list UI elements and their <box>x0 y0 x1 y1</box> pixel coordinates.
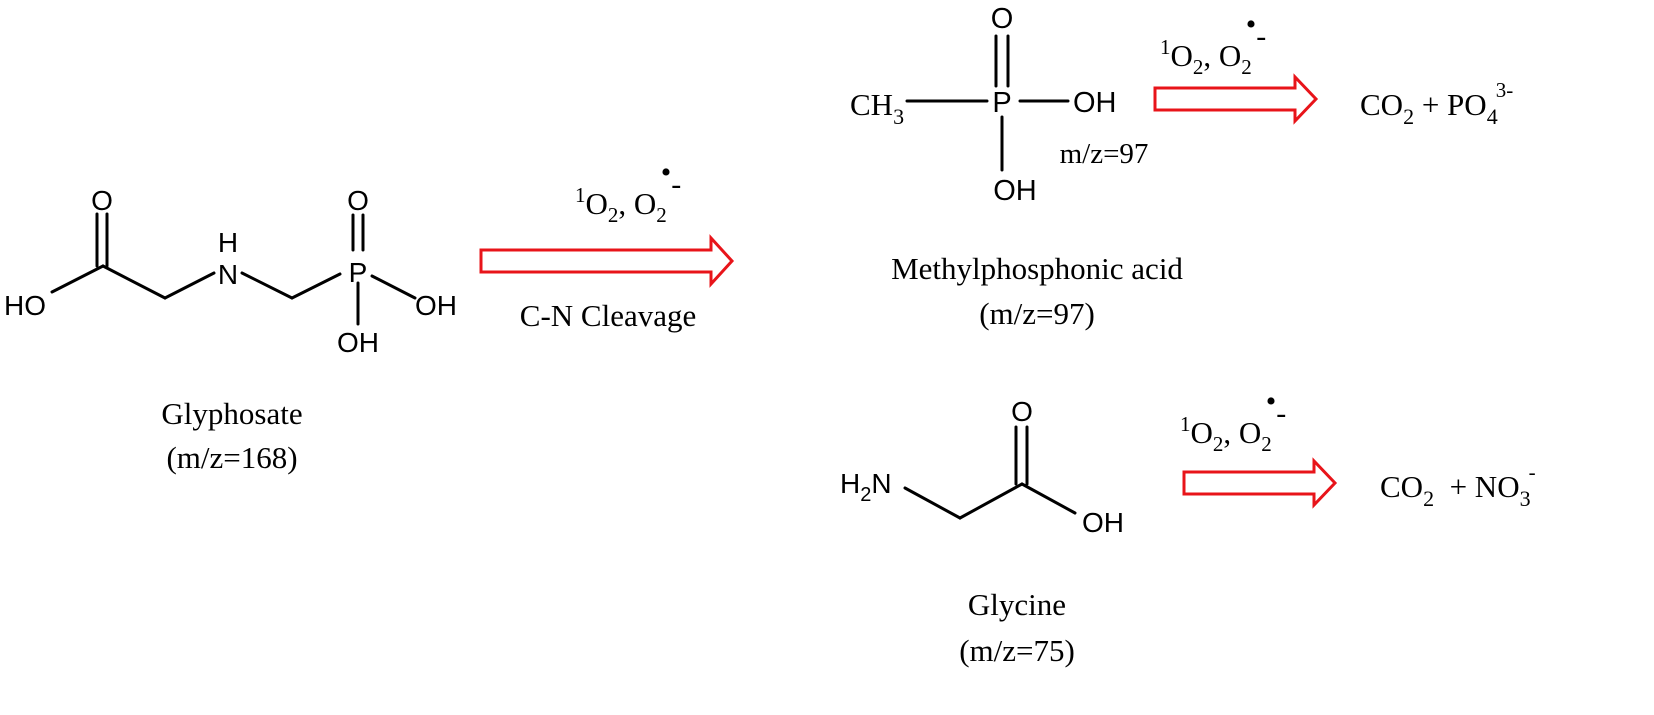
product-po-subscript: 4 <box>1487 104 1498 129</box>
glycine-structure: H2N O OH <box>840 396 1124 538</box>
product-po-superscript: 3- <box>1496 78 1514 102</box>
atom-h: H <box>840 468 860 499</box>
glycine-products: CO2 + NO3- <box>1380 460 1536 511</box>
cleavage-label: C-N Cleavage <box>520 298 696 333</box>
atom-oh-right: OH <box>1073 87 1117 119</box>
reagent-subscript: 2 <box>1213 432 1224 456</box>
reagent-subscript-2: 2 <box>656 203 667 227</box>
methylphosphonic-mz: (m/z=97) <box>979 296 1095 331</box>
atom-n: N <box>871 468 891 499</box>
methylphosphonic-mz-inline: m/z=97 <box>1060 138 1149 170</box>
atom-o-top: O <box>1011 396 1033 427</box>
radical-dot: • <box>661 156 672 189</box>
methylphosphonic-products: CO2 + PO43- <box>1360 78 1513 129</box>
glycine-reagents: 1O2, O2•- <box>1180 385 1286 456</box>
atom-ho: HO <box>4 290 46 321</box>
cleavage-reagents: 1O2, O2•- <box>575 156 681 227</box>
glyphosate-mz: (m/z=168) <box>166 440 297 475</box>
bond-c1-ho <box>50 264 105 294</box>
glycine-arrow <box>1182 457 1338 509</box>
glyphosate-structure: O HO H N P O OH OH <box>4 185 457 358</box>
product-plus-no: + NO <box>1434 469 1520 504</box>
reagent-subscript: 2 <box>608 203 619 227</box>
reagent-oxygen: O <box>1171 38 1193 73</box>
reagent-separator: , O <box>1203 38 1241 73</box>
atom-nh-h: H <box>218 227 238 258</box>
reagent-oxygen: O <box>586 186 608 221</box>
atom-oh-bottom: OH <box>337 327 379 358</box>
methylphosphonic-arrow <box>1153 73 1319 125</box>
atom-ch3: CH3 <box>850 87 904 129</box>
atom-nh-n: N <box>218 259 238 290</box>
glyphosate-name: Glyphosate <box>161 396 302 431</box>
atom-ch: CH <box>850 87 893 122</box>
product-co-subscript: 2 <box>1423 486 1434 511</box>
reagent-subscript-2: 2 <box>1261 432 1272 456</box>
atom-p: P <box>992 87 1011 119</box>
bond-c3-p <box>290 272 342 300</box>
reagent-separator: , O <box>1223 415 1261 450</box>
atom-oh: OH <box>1082 507 1124 538</box>
atom-p: P <box>349 257 368 288</box>
reagent-superscript: 1 <box>575 183 586 207</box>
bond-n-c3 <box>240 271 294 300</box>
reagent-subscript-2: 2 <box>1241 55 1252 79</box>
charge-sign: - <box>671 168 681 201</box>
product-no-subscript: 3 <box>1520 486 1531 511</box>
radical-dot: • <box>1266 385 1277 418</box>
reagent-superscript: 1 <box>1180 412 1191 436</box>
bond-c2-c1 <box>958 482 1024 520</box>
product-no-superscript: - <box>1529 460 1536 484</box>
charge-sign: - <box>1276 397 1286 430</box>
atom-oh-right: OH <box>415 290 457 321</box>
radical-dot: • <box>1246 8 1257 41</box>
product-co: CO <box>1360 87 1403 122</box>
methylphosphonic-reagents: 1O2, O2•- <box>1160 8 1266 79</box>
atom-o-carbonyl: O <box>91 185 113 216</box>
reagent-oxygen: O <box>1191 415 1213 450</box>
reagent-subscript: 2 <box>1193 55 1204 79</box>
atom-h2n: H2N <box>840 468 892 506</box>
glycine-mz: (m/z=75) <box>959 633 1075 668</box>
charge-sign: - <box>1256 20 1266 53</box>
product-co: CO <box>1380 469 1423 504</box>
product-co-subscript: 2 <box>1403 104 1414 129</box>
methylphosphonic-name: Methylphosphonic acid <box>891 251 1183 286</box>
bond-c1-c2 <box>101 264 167 300</box>
atom-oh-bottom: OH <box>993 175 1037 207</box>
bond-c2-n <box>163 271 216 300</box>
reagent-superscript: 1 <box>1160 35 1171 59</box>
bond-p-oh-right <box>370 274 417 300</box>
atom-h-subscript: 2 <box>860 484 871 506</box>
cleavage-arrow <box>479 234 735 288</box>
atom-o-phosphoryl: O <box>347 185 369 216</box>
bond-n-c2 <box>903 486 962 520</box>
methylphosphonic-structure: CH3 P O OH OH <box>850 3 1117 207</box>
product-plus-po: + PO <box>1414 87 1487 122</box>
atom-ch-subscript: 3 <box>893 104 904 129</box>
reagent-separator: , O <box>618 186 656 221</box>
glycine-name: Glycine <box>968 587 1066 622</box>
bond-c1-oh <box>1020 482 1077 515</box>
atom-o-top: O <box>991 3 1014 35</box>
